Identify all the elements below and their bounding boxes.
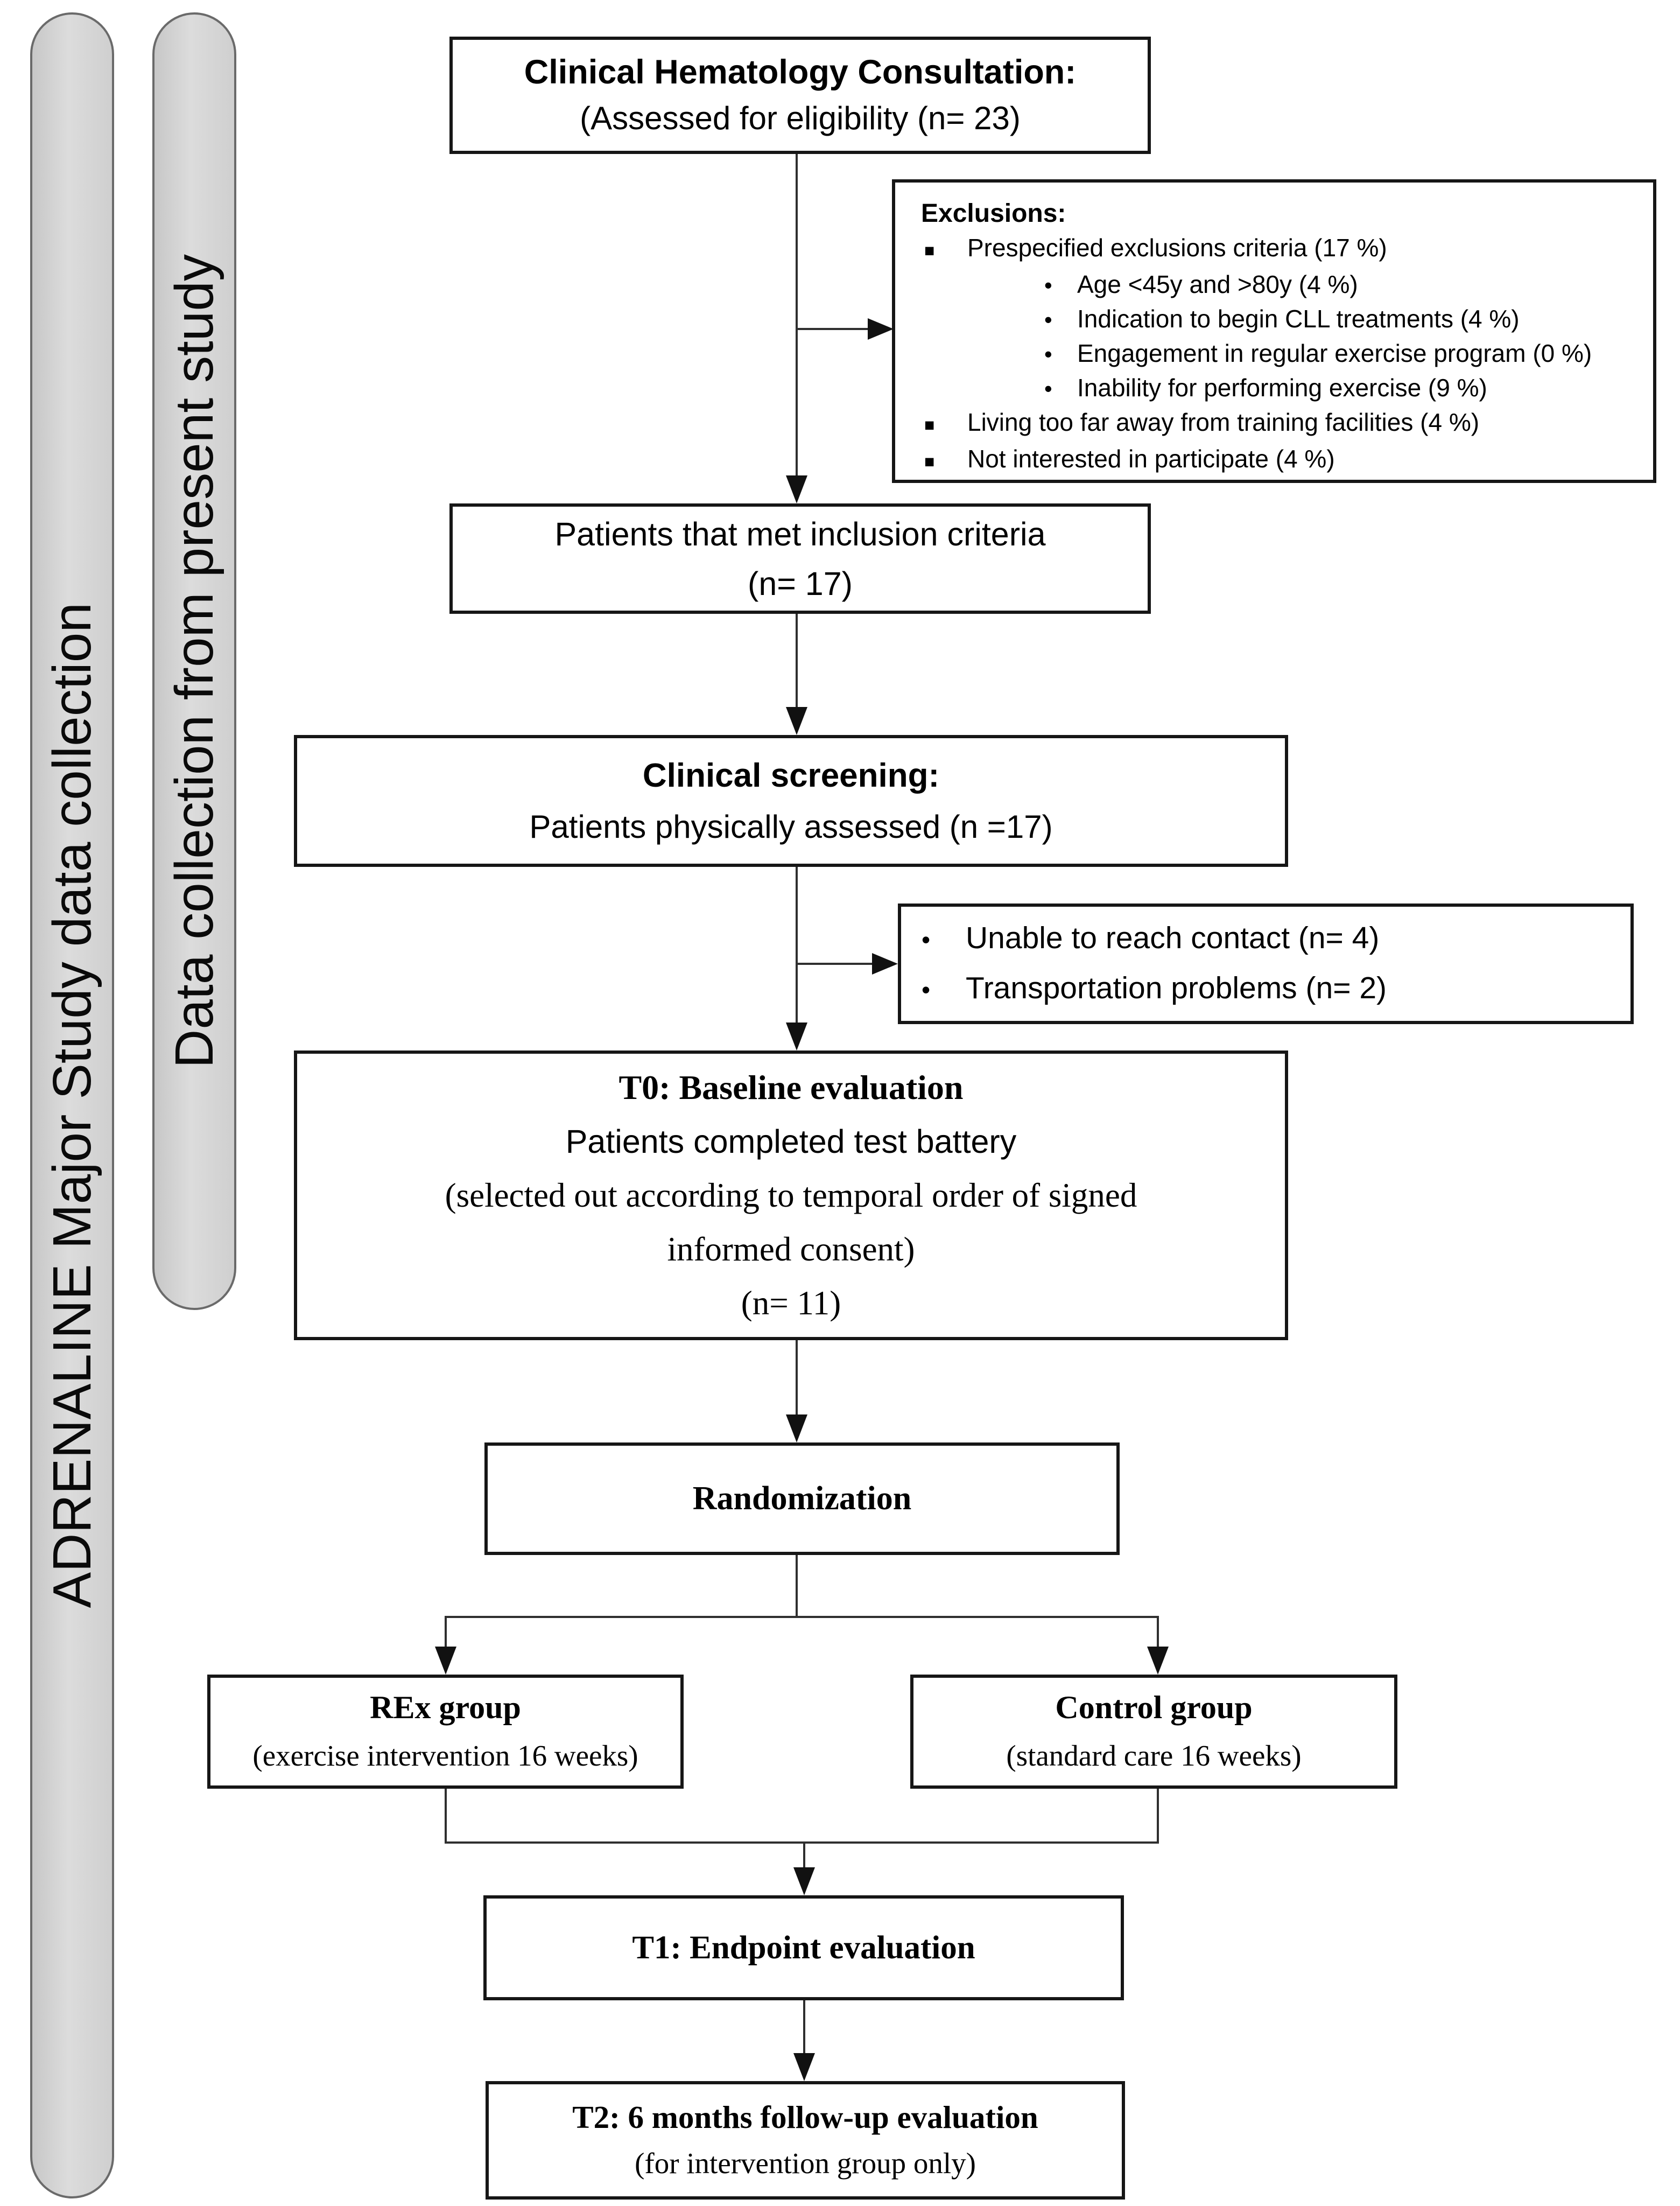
inclusion-count: (n= 17) xyxy=(748,565,853,602)
connector-line xyxy=(445,1789,447,1843)
baseline-box: T0: Baseline evaluation Patients complet… xyxy=(294,1051,1288,1340)
arrow-right-icon xyxy=(868,318,894,340)
arrow-down-icon xyxy=(786,1023,807,1051)
exclusion-item-text: Age <45y and >80y (4 %) xyxy=(1077,270,1358,298)
connector-line xyxy=(796,867,798,1024)
dot-bullet-icon: • xyxy=(1044,376,1052,401)
arrow-down-icon xyxy=(435,1647,456,1675)
exclusion-item: ■ Living too far away from training faci… xyxy=(924,405,1653,442)
consultation-title: Clinical Hematology Consultation: xyxy=(524,53,1077,91)
connector-line xyxy=(797,328,869,330)
randomization-box: Randomization xyxy=(484,1442,1120,1555)
screening-title: Clinical screening: xyxy=(642,757,940,794)
square-bullet-icon: ■ xyxy=(924,241,935,260)
baseline-title: T0: Baseline evaluation xyxy=(618,1068,964,1106)
rex-group-subtitle: (exercise intervention 16 weeks) xyxy=(252,1739,638,1772)
arrow-down-icon xyxy=(1147,1647,1169,1675)
exclusion-item: ■ Not interested in participate (4 %) xyxy=(924,442,1653,479)
arrow-down-icon xyxy=(786,707,807,735)
endpoint-title: T1: Endpoint evaluation xyxy=(632,1929,975,1966)
present-study-scope-label: Data collection from present study xyxy=(164,254,224,1068)
exclusion-item-text: Living too far away from training facili… xyxy=(967,408,1480,436)
connector-line xyxy=(797,963,874,965)
followup-title: T2: 6 months follow-up evaluation xyxy=(572,2099,1038,2135)
square-bullet-icon: ■ xyxy=(924,452,935,471)
consultation-subtitle: (Assessed for eligibility (n= 23) xyxy=(580,100,1021,136)
connector-line xyxy=(445,1616,1159,1618)
screening-box: Clinical screening: Patients physically … xyxy=(294,735,1288,867)
control-group-title: Control group xyxy=(1055,1690,1253,1725)
dropout-item-text: Transportation problems (n= 2) xyxy=(966,971,1387,1005)
followup-box: T2: 6 months follow-up evaluation (for i… xyxy=(486,2081,1125,2200)
dot-bullet-icon: • xyxy=(1044,307,1052,332)
connector-line xyxy=(796,1555,798,1618)
control-group-subtitle: (standard care 16 weeks) xyxy=(1006,1739,1302,1772)
major-study-scope-label: ADRENALINE Major Study data collection xyxy=(42,603,102,1608)
exclusion-subitem: • Age <45y and >80y (4 %) xyxy=(1044,268,1653,302)
control-group-box: Control group (standard care 16 weeks) xyxy=(910,1675,1397,1789)
endpoint-box: T1: Endpoint evaluation xyxy=(483,1895,1124,2000)
arrow-down-icon xyxy=(793,2053,815,2081)
connector-line xyxy=(796,154,798,477)
followup-subtitle: (for intervention group only) xyxy=(635,2147,976,2180)
consultation-box: Clinical Hematology Consultation: (Asses… xyxy=(449,37,1151,154)
rex-group-title: REx group xyxy=(370,1690,521,1725)
baseline-line4: informed consent) xyxy=(667,1230,915,1268)
randomization-title: Randomization xyxy=(692,1480,912,1517)
exclusion-subitem: • Indication to begin CLL treatments (4 … xyxy=(1044,302,1653,337)
dropout-item-text: Unable to reach contact (n= 4) xyxy=(966,921,1380,955)
arrow-right-icon xyxy=(872,953,898,975)
connector-line xyxy=(1157,1789,1159,1843)
screening-subtitle: Patients physically assessed (n =17) xyxy=(529,808,1053,845)
exclusion-subitem: • Engagement in regular exercise program… xyxy=(1044,337,1653,371)
baseline-count: (n= 11) xyxy=(741,1284,841,1322)
dot-bullet-icon: • xyxy=(1044,341,1052,367)
exclusion-item-text: Engagement in regular exercise program (… xyxy=(1077,339,1592,367)
exclusion-subitem: • Inability for performing exercise (9 %… xyxy=(1044,371,1653,405)
dropout-item: • Unable to reach contact (n= 4) xyxy=(922,914,1630,964)
connector-line xyxy=(445,1841,1159,1844)
connector-line xyxy=(796,1340,798,1416)
inclusion-box: Patients that met inclusion criteria (n=… xyxy=(449,503,1151,614)
dot-bullet-icon: • xyxy=(922,926,931,954)
exclusion-item: ■ Prespecified exclusions criteria (17 %… xyxy=(924,231,1653,268)
connector-line xyxy=(803,2000,805,2055)
connector-line xyxy=(1157,1616,1159,1648)
exclusion-item-text: Indication to begin CLL treatments (4 %) xyxy=(1077,305,1520,333)
connector-line xyxy=(445,1616,447,1648)
exclusions-heading: Exclusions: xyxy=(921,199,1066,228)
dropout-item: • Transportation problems (n= 2) xyxy=(922,964,1630,1014)
exclusion-item-text: Not interested in participate (4 %) xyxy=(967,445,1335,473)
inclusion-line1: Patients that met inclusion criteria xyxy=(554,515,1046,552)
dropouts-box: • Unable to reach contact (n= 4) • Trans… xyxy=(898,904,1634,1024)
exclusion-item-text: Inability for performing exercise (9 %) xyxy=(1077,374,1487,402)
arrow-down-icon xyxy=(793,1867,815,1895)
baseline-line2: Patients completed test battery xyxy=(565,1123,1017,1160)
dot-bullet-icon: • xyxy=(922,976,931,1004)
connector-line xyxy=(796,614,798,709)
square-bullet-icon: ■ xyxy=(924,415,935,435)
exclusions-box: Exclusions: ■ Prespecified exclusions cr… xyxy=(892,179,1656,483)
arrow-down-icon xyxy=(786,1414,807,1442)
dot-bullet-icon: • xyxy=(1044,272,1052,298)
exclusion-item-text: Prespecified exclusions criteria (17 %) xyxy=(967,234,1387,262)
baseline-line3: (selected out according to temporal orde… xyxy=(445,1176,1137,1214)
major-study-scope-bar: ADRENALINE Major Study data collection xyxy=(30,12,114,2198)
connector-line xyxy=(803,1841,805,1869)
rex-group-box: REx group (exercise intervention 16 week… xyxy=(207,1675,684,1789)
present-study-scope-bar: Data collection from present study xyxy=(152,12,236,1310)
arrow-down-icon xyxy=(786,475,807,503)
